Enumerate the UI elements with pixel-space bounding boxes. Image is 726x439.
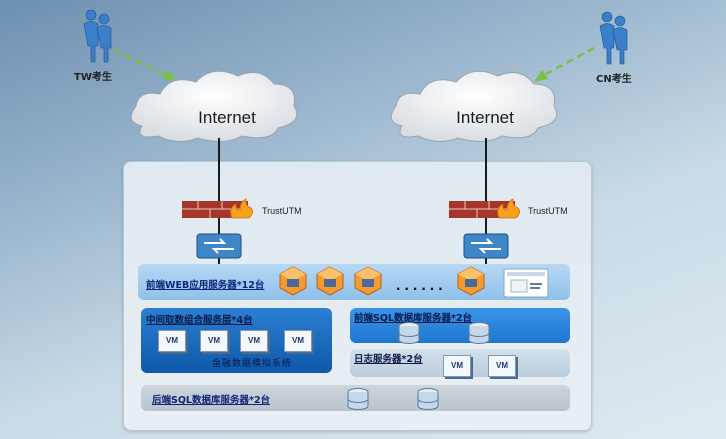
web-server-icon-4 (457, 266, 485, 296)
internet-label-right: Internet (456, 108, 514, 127)
web-tier-label: 前端WEB应用服务器*12台 (146, 280, 265, 291)
user-label-left: TW考生 (74, 72, 112, 83)
vm-box-middle-4: VM (284, 330, 312, 352)
user-group-icon-right (599, 11, 628, 65)
middle-tier-subtitle: 金融数据模拟系统 (212, 359, 293, 369)
user-group-icon-left (83, 9, 112, 63)
user-label-right: CN考生 (596, 74, 632, 85)
sql-front-tier-band (350, 308, 570, 343)
vm-box-middle-2: VM (200, 330, 228, 352)
web-server-icon-2 (316, 266, 344, 296)
database-icon-front-1 (398, 322, 420, 344)
web-server-icon-1 (279, 266, 307, 296)
log-tier-label: 日志服务器*2台 (354, 354, 423, 365)
firewall-icon-right (449, 198, 520, 219)
database-icon-back-2 (417, 388, 439, 410)
connection-arrow-left (113, 48, 176, 80)
sql-back-tier-label: 后端SQL数据库服务器*2台 (152, 395, 271, 406)
management-console-icon (503, 268, 549, 298)
middle-tier-label: 中间取数组合服务层*4台 (146, 315, 253, 326)
connection-arrow-right (534, 46, 595, 82)
firewall-label-right: TrustUTM (528, 206, 568, 216)
web-tier-band (138, 264, 570, 300)
vm-box-log-1: VM (443, 355, 471, 377)
internet-cloud-right (390, 70, 558, 142)
database-icon-back-1 (347, 388, 369, 410)
web-server-icon-3 (354, 266, 382, 296)
more-servers-ellipsis: ...... (396, 277, 447, 294)
vm-box-log-2: VM (488, 355, 516, 377)
firewall-label-left: TrustUTM (262, 206, 302, 216)
database-icon-front-2 (468, 322, 490, 344)
vm-box-middle-1: VM (158, 330, 186, 352)
switch-icon-left (196, 233, 242, 259)
internet-label-left: Internet (198, 108, 256, 127)
firewall-icon-left (182, 198, 253, 219)
switch-icon-right (463, 233, 509, 259)
sql-front-tier-label: 前端SQL数据库服务器*2台 (354, 313, 473, 324)
internet-cloud-left (130, 70, 298, 142)
vm-box-middle-3: VM (240, 330, 268, 352)
